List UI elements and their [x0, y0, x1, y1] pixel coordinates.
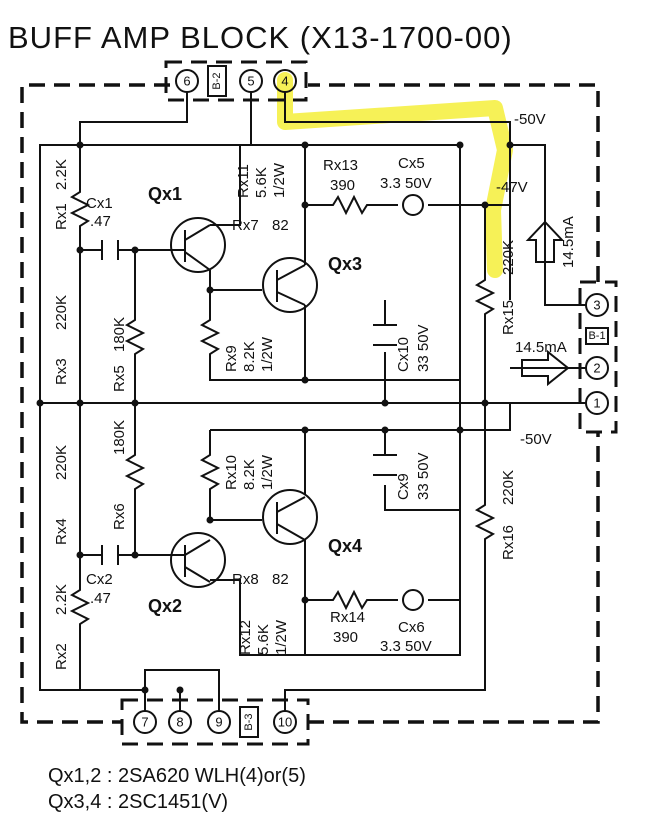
cx9-value: 33 50V [415, 452, 432, 500]
cx2-label: Cx2 [86, 571, 113, 588]
qx3-label: Qx3 [328, 254, 362, 274]
voltage-bottom: -50V [520, 431, 552, 448]
voltage-top: -50V [514, 111, 546, 128]
cx6-value: 3.3 50V [380, 638, 432, 655]
rx11-label: Rx11 [235, 164, 252, 198]
pin-8: 8 [176, 715, 183, 730]
rx3-value: 220K [53, 295, 70, 330]
rx9-label: Rx9 [223, 345, 240, 372]
rx8-label: Rx8 [232, 571, 259, 588]
rx5-label: Rx5 [111, 365, 128, 392]
b2-label: B-2 [211, 72, 223, 89]
pin-4: 4 [281, 74, 288, 89]
rx10-rating: 1/2W [259, 454, 276, 490]
qx4-label: Qx4 [328, 536, 362, 556]
rx10-value: 8.2K [241, 459, 258, 490]
footnote-qx12: Qx1,2 : 2SA620 WLH(4)or(5) [48, 765, 306, 787]
rx2-label: Rx2 [53, 643, 70, 670]
qx4-symbol [262, 489, 318, 545]
rx14-value: 390 [333, 629, 358, 646]
connector-b1: 3 B-1 2 1 [578, 280, 618, 434]
rx9-rating: 1/2W [259, 336, 276, 372]
cx10-label: Cx10 [395, 337, 412, 372]
current-arrow-right [521, 349, 570, 387]
rx15-label: Rx15 [500, 300, 517, 335]
rx6-label: Rx6 [111, 503, 128, 530]
rx10-label: Rx10 [223, 455, 240, 490]
rx15-value: 220K [500, 240, 517, 275]
connector-b3: 7 8 9 B-3 10 [120, 698, 310, 746]
rx16-label: Rx16 [500, 525, 517, 560]
cx9-label: Cx9 [395, 473, 412, 500]
b1-label: B-1 [588, 330, 605, 342]
qx1-label: Qx1 [148, 184, 182, 204]
rx7-label: Rx7 [232, 217, 259, 234]
cx5-label: Cx5 [398, 155, 425, 172]
rx12-value: 5.6K [255, 624, 272, 655]
qx2-label: Qx2 [148, 596, 182, 616]
qx2-symbol [170, 532, 226, 588]
current-top: 14.5mA [560, 216, 577, 268]
footnote-qx34: Qx3,4 : 2SC1451(V) [48, 791, 228, 813]
cx5-value: 3.3 50V [380, 175, 432, 192]
pin-9: 9 [215, 715, 222, 730]
rx16-value: 220K [500, 470, 517, 505]
rx3-label: Rx3 [53, 358, 70, 385]
pin-3: 3 [593, 298, 600, 313]
resistor-labels: Rx1 2.2K Rx3 220K Rx5 180K Rx4 220K Rx6 … [53, 159, 517, 670]
rx8-value: 82 [272, 571, 289, 588]
diagram-title: BUFF AMP BLOCK (X13-1700-00) [8, 20, 513, 55]
rx6-value: 180K [111, 420, 128, 455]
qx1-symbol [170, 217, 226, 273]
b3-label: B-3 [243, 713, 255, 730]
rx14-label: Rx14 [330, 609, 365, 626]
rx11-rating: 1/2W [271, 162, 288, 198]
cx1-value: .47 [90, 213, 111, 230]
pin-6: 6 [183, 74, 190, 89]
block-border [20, 83, 600, 724]
voltage-mid: -47V [496, 179, 528, 196]
rx1-value: 2.2K [53, 159, 70, 190]
pin-10: 10 [278, 715, 292, 730]
rx12-rating: 1/2W [273, 619, 290, 655]
rx13-value: 390 [330, 177, 355, 194]
qx3-symbol [262, 257, 318, 313]
pin-2: 2 [593, 361, 600, 376]
cx2-value: .47 [90, 590, 111, 607]
pin-7: 7 [141, 715, 148, 730]
rx13-label: Rx13 [323, 157, 358, 174]
junctions [36, 141, 514, 694]
pin-5: 5 [247, 74, 254, 89]
cx6-label: Cx6 [398, 619, 425, 636]
current-arrow-up [525, 220, 565, 263]
rx4-label: Rx4 [53, 518, 70, 545]
current-mid: 14.5mA [515, 339, 567, 356]
cx10-value: 33 50V [415, 324, 432, 372]
rx5-value: 180K [111, 317, 128, 352]
rx1-label: Rx1 [53, 203, 70, 230]
pin-1: 1 [593, 396, 600, 411]
rx9-value: 8.2K [241, 341, 258, 372]
rx12-label: Rx12 [237, 620, 254, 655]
rx11-value: 5.6K [253, 167, 270, 198]
rx2-value: 2.2K [53, 584, 70, 615]
rx4-value: 220K [53, 445, 70, 480]
cx1-label: Cx1 [86, 195, 113, 212]
rx7-value: 82 [272, 217, 289, 234]
